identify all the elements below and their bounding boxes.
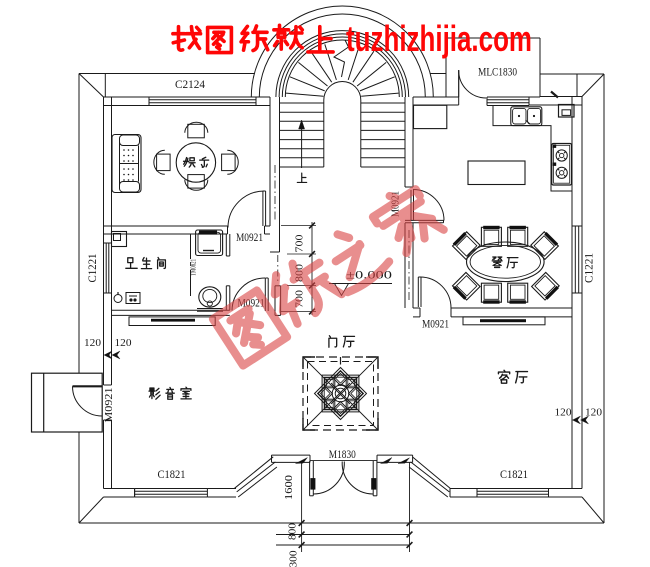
svg-text:tuzhizhijia.com: tuzhizhijia.com xyxy=(346,18,532,59)
svg-text:MLC1830: MLC1830 xyxy=(478,67,517,79)
svg-text:M0921: M0921 xyxy=(103,388,115,423)
svg-text:300: 300 xyxy=(288,550,300,567)
svg-text:TM0821: TM0821 xyxy=(190,259,197,276)
svg-text:M1830: M1830 xyxy=(329,449,356,461)
svg-text:800: 800 xyxy=(287,522,299,540)
svg-text:C2124: C2124 xyxy=(175,79,205,91)
svg-text:700: 700 xyxy=(294,234,306,253)
svg-text:120: 120 xyxy=(115,337,133,349)
svg-text:1600: 1600 xyxy=(283,474,295,500)
svg-text:C1821: C1821 xyxy=(158,469,186,481)
svg-text:M0921: M0921 xyxy=(422,319,449,331)
svg-text:M0921: M0921 xyxy=(236,232,263,244)
svg-text:C1821: C1821 xyxy=(500,469,528,481)
svg-text:120: 120 xyxy=(585,407,603,419)
svg-text:C1221: C1221 xyxy=(584,253,596,283)
svg-text:120: 120 xyxy=(84,337,102,349)
svg-text:C1221: C1221 xyxy=(85,254,99,283)
svg-text:120: 120 xyxy=(555,407,573,419)
